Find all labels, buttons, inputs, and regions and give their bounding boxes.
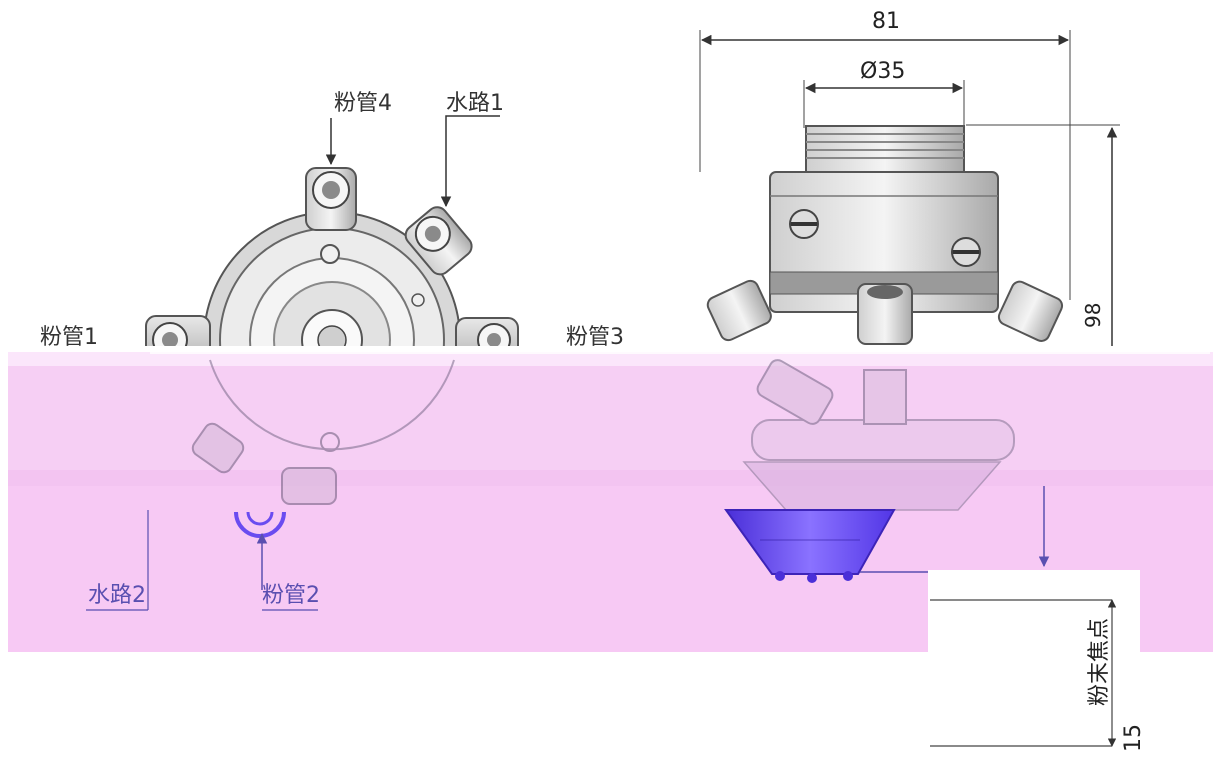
top-view-ghost xyxy=(191,359,455,505)
label-powder-1: 粉管1 xyxy=(40,325,98,350)
dim-height: 98 xyxy=(1081,303,1105,328)
screw-hole-right xyxy=(411,293,425,307)
side-view-ghost xyxy=(742,359,1015,511)
leader-water-1 xyxy=(440,115,500,208)
fitting-water-1 xyxy=(404,206,473,276)
threaded-neck xyxy=(805,125,965,173)
side-fitting-left xyxy=(706,279,772,342)
side-view: 81 Ø35 98 xyxy=(699,9,1120,560)
fitting-powder-4 xyxy=(305,167,357,231)
screw-hole-top xyxy=(320,244,340,264)
side-fitting-right xyxy=(997,280,1064,342)
focus-annotation: 粉末焦点 15 xyxy=(928,570,1146,752)
screw-right xyxy=(951,237,981,267)
label-powder-2: 粉管2 xyxy=(262,583,320,608)
screw-left xyxy=(789,209,819,239)
side-fitting-center xyxy=(857,283,913,345)
focus-label: 粉末焦点 xyxy=(1087,618,1112,706)
dim-width: 81 xyxy=(872,9,900,34)
label-water-1: 水路1 xyxy=(446,91,504,116)
label-water-2: 水路2 xyxy=(88,583,146,608)
label-powder-3: 粉管3 xyxy=(566,325,624,350)
nozzle-tip xyxy=(724,509,896,583)
focus-distance: 15 xyxy=(1121,724,1146,752)
label-powder-4: 粉管4 xyxy=(334,91,392,116)
dim-diameter: Ø35 xyxy=(860,59,905,84)
water-path-2-marker xyxy=(86,510,149,611)
powder-tube-2-marker xyxy=(234,511,318,611)
